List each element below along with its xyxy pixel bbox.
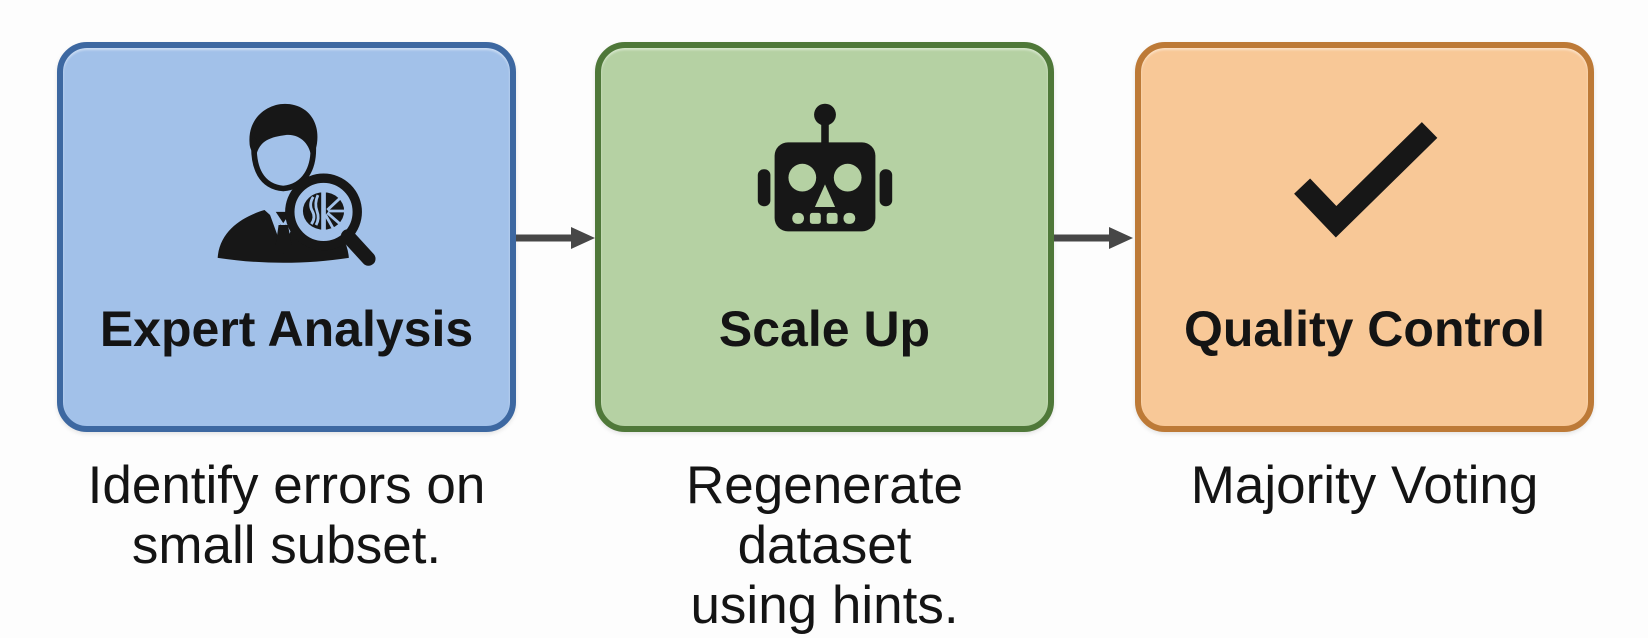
stage-label-scale-up: Scale Up bbox=[718, 301, 931, 357]
checkmark-icon bbox=[1293, 122, 1437, 238]
stage-caption-expert-analysis: Identify errors on small subset. bbox=[87, 456, 486, 575]
stage-caption-quality-control: Majority Voting bbox=[1190, 456, 1539, 515]
stage-label-quality-control: Quality Control bbox=[1183, 301, 1546, 357]
robot-icon bbox=[757, 103, 892, 232]
stage-scale-up: Scale Up Regenerate dataset using hints. bbox=[595, 42, 1054, 636]
scale-up-icon-area bbox=[740, 88, 910, 274]
stage-label-expert-analysis: Expert Analysis bbox=[99, 301, 474, 357]
stage-quality-control: Quality Control Majority Voting bbox=[1135, 42, 1594, 516]
quality-control-icon-area bbox=[1280, 88, 1450, 274]
stage-expert-analysis: Expert Analysis Identify errors on small… bbox=[57, 42, 516, 576]
expert-analysis-icon-area bbox=[191, 88, 383, 274]
person-with-magnifier-brain-icon bbox=[217, 103, 376, 266]
quality-control-box: Quality Control bbox=[1135, 42, 1594, 432]
scale-up-box: Scale Up bbox=[595, 42, 1054, 432]
right-arrow-2 bbox=[1054, 227, 1133, 249]
expert-analysis-box: Expert Analysis bbox=[57, 42, 516, 432]
right-arrow-1 bbox=[516, 227, 595, 249]
stage-caption-scale-up: Regenerate dataset using hints. bbox=[686, 456, 963, 635]
